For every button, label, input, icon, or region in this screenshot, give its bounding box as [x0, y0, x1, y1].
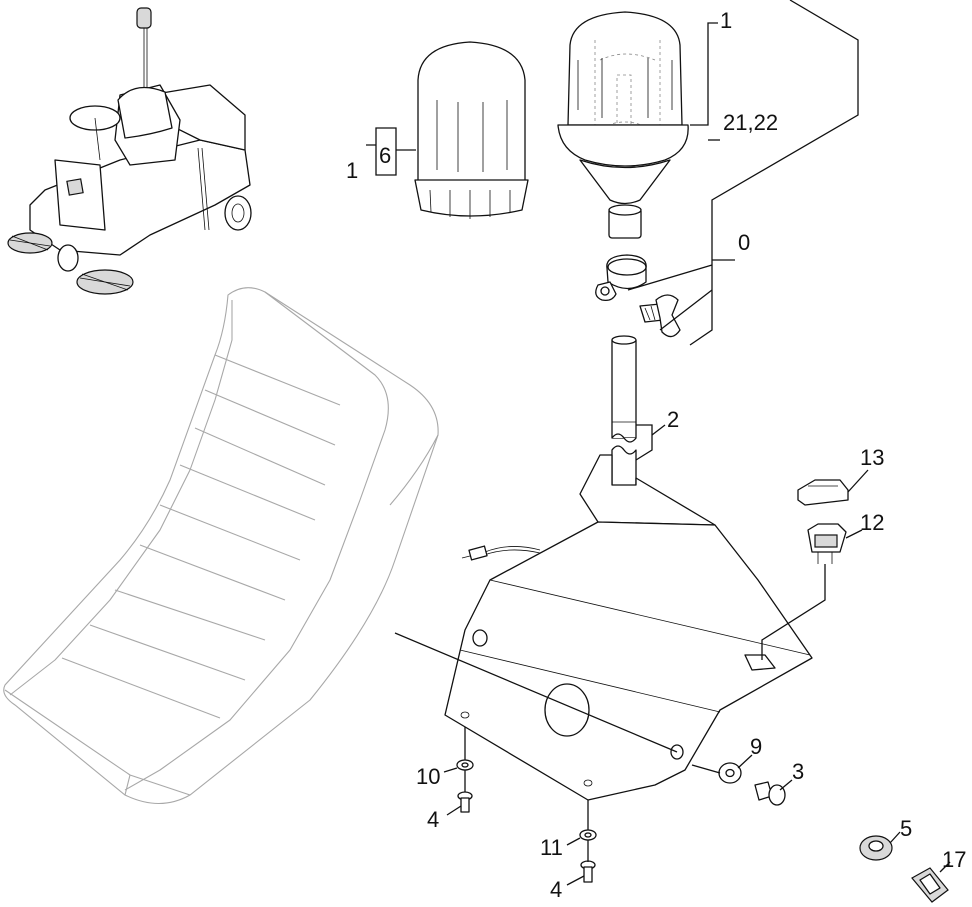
switch-cover-cap [797, 479, 849, 506]
wire-connector [461, 545, 541, 561]
bolt-left [457, 791, 473, 813]
mounting-clamp [595, 254, 647, 302]
callout-9: 9 [750, 734, 762, 759]
callout-6: 6 [379, 143, 391, 168]
switch-slot [744, 654, 776, 671]
leader-lines [366, 0, 951, 886]
callout-labels: 1 21,22 1 6 0 2 13 12 9 3 10 4 11 4 5 17 [346, 8, 966, 902]
callout-1-dome: 1 [346, 158, 358, 183]
callout-21-22: 21,22 [723, 110, 778, 135]
wing-screw [639, 294, 681, 338]
plate-hole-upper [472, 629, 488, 647]
callout-4-left: 4 [427, 807, 439, 832]
callout-11: 11 [540, 835, 563, 860]
small-washer-left [456, 759, 474, 771]
thumbnail-beacon [136, 7, 152, 29]
mounting-plate [444, 454, 813, 801]
small-washer-bottom [579, 829, 597, 841]
callout-0: 0 [738, 230, 750, 255]
seat-outline-ghost [3, 287, 439, 804]
callout-1-beacon: 1 [720, 8, 732, 33]
rocker-switch [807, 523, 847, 564]
rubber-grommet [859, 835, 893, 861]
callout-13: 13 [860, 445, 884, 470]
callout-4-bottom: 4 [550, 877, 562, 902]
beacon-dome [414, 41, 529, 219]
callout-2: 2 [667, 407, 679, 432]
washer [718, 762, 742, 784]
screw [754, 781, 786, 806]
retaining-clip [911, 867, 949, 903]
plate-cutout [544, 683, 590, 737]
rotating-beacon-assembly [557, 11, 689, 239]
callout-5: 5 [900, 816, 912, 841]
sweeper-machine-thumbnail [7, 7, 252, 295]
callout-3: 3 [792, 759, 804, 784]
bolt-bottom [580, 860, 596, 883]
callout-10: 10 [416, 764, 440, 789]
callout-17: 17 [942, 847, 966, 872]
callout-12: 12 [860, 510, 884, 535]
